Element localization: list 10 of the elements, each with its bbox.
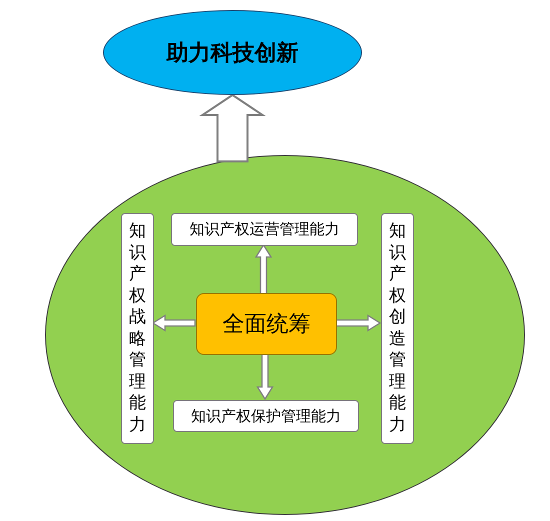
label-box: 知识产权运营管理能力	[171, 213, 358, 246]
center-box: 全面统筹	[196, 293, 337, 355]
arrow	[254, 244, 272, 295]
vertical-label-box: 知识产权创造管理能力	[381, 213, 414, 444]
label-box: 知识产权保护管理能力	[173, 400, 359, 432]
arrow	[335, 314, 382, 332]
goal-oval: 助力科技创新	[103, 10, 362, 95]
arrow	[152, 314, 196, 332]
vertical-label-box: 知识产权战略管理能力	[121, 213, 154, 444]
block-arrow	[199, 94, 266, 162]
